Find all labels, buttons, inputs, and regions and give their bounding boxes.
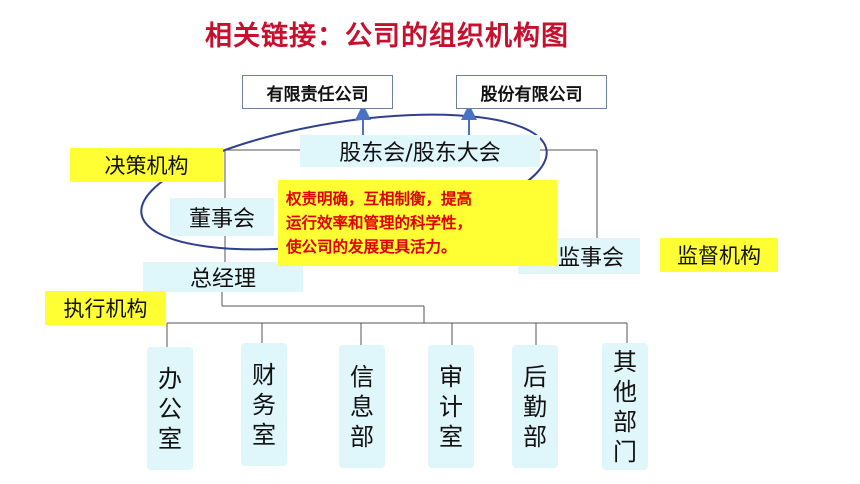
- dept-char: 计: [439, 392, 463, 421]
- shareholders-box: 股东会/股东大会: [300, 135, 540, 167]
- dept-audit: 审 计 室: [428, 345, 474, 468]
- dept-char: 室: [158, 424, 182, 453]
- dept-char: 部: [523, 422, 547, 451]
- note-line: 使公司的发展更具活力。: [286, 237, 457, 256]
- dept-char: 其: [613, 347, 637, 376]
- dept-char: 门: [613, 437, 637, 466]
- supervision-label: 监督机构: [660, 238, 778, 272]
- dept-char: 室: [252, 420, 276, 449]
- note-line: 运行效率和管理的科学性，: [286, 213, 473, 232]
- dept-char: 务: [252, 390, 276, 419]
- dept-char: 信: [350, 362, 374, 391]
- dept-char: 勤: [523, 392, 547, 421]
- dept-information: 信 息 部: [339, 345, 385, 468]
- dept-char: 室: [439, 422, 463, 451]
- decision-label: 决策机构: [70, 148, 223, 182]
- dept-char: 部: [350, 422, 374, 451]
- page-title: 相关链接：公司的组织机构图: [205, 21, 569, 52]
- manager-box: 总经理: [143, 262, 303, 292]
- note-line: 权责明确，互相制衡，提高: [286, 189, 473, 208]
- limited-liability-company-box: 有限责任公司: [242, 75, 393, 109]
- dept-logistics: 后 勤 部: [512, 345, 558, 468]
- dept-char: 后: [523, 362, 547, 391]
- dept-char: 办: [158, 364, 182, 393]
- dept-finance: 财 务 室: [241, 343, 287, 466]
- dept-char: 财: [252, 360, 276, 389]
- dept-char: 他: [613, 377, 637, 406]
- joint-stock-company-box: 股份有限公司: [456, 75, 607, 109]
- dept-char: 部: [613, 407, 637, 436]
- dept-char: 公: [158, 394, 182, 423]
- dept-char: 审: [439, 362, 463, 391]
- dept-office: 办 公 室: [147, 347, 193, 470]
- dept-other: 其 他 部 门: [602, 343, 648, 470]
- governance-note: 权责明确，互相制衡，提高 运行效率和管理的科学性， 使公司的发展更具活力。: [278, 180, 557, 266]
- board-box: 董事会: [170, 198, 274, 236]
- execution-label: 执行机构: [45, 291, 166, 325]
- dept-char: 息: [350, 392, 374, 421]
